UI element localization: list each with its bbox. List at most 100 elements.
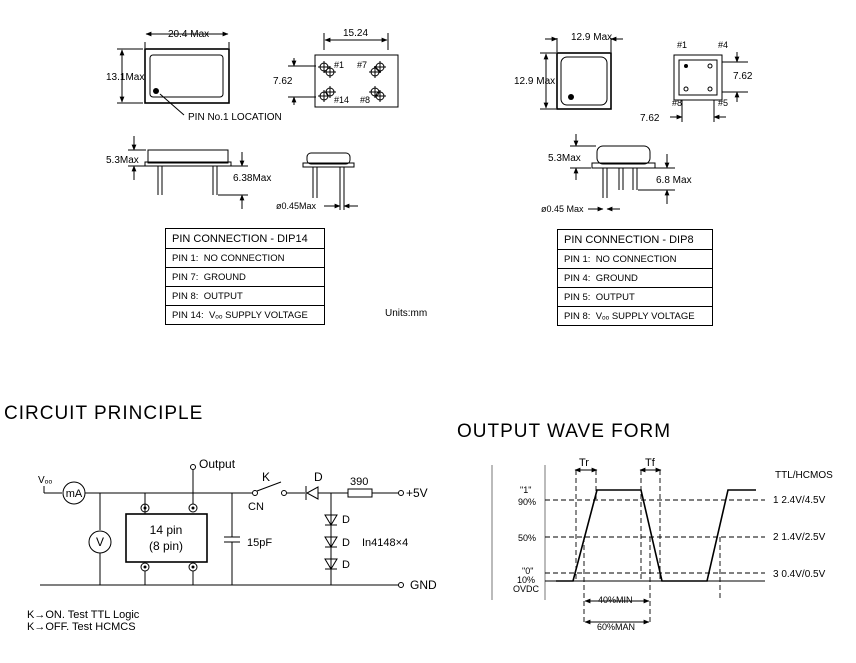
switch-note-on: K→ON. Test TTL Logic bbox=[27, 609, 140, 621]
fall-time-label: Tf bbox=[645, 457, 656, 469]
dip8-lead-dia: ø0.45 Max bbox=[541, 204, 584, 214]
pin-number: PIN 5: bbox=[564, 291, 591, 303]
voltage-level-label: 3 0.4V/0.5V bbox=[773, 569, 826, 580]
output-terminal bbox=[190, 464, 196, 470]
diode-stack-label: D bbox=[342, 559, 350, 571]
circuit-diagram: Vₒₒ mA V 14 pin (8 pin) Output 15pF K CN bbox=[27, 457, 437, 633]
pin-function: NO CONNECTION bbox=[595, 253, 677, 265]
diode-top-label: D bbox=[314, 470, 323, 484]
plus5v-label: +5V bbox=[406, 486, 428, 500]
dip14-lead-length: 6.38Max bbox=[233, 173, 271, 184]
level-label: OVDC bbox=[513, 584, 540, 594]
voltage-level-label: 2 1.4V/2.5V bbox=[773, 532, 826, 543]
dip14-top-height: 13.1Max bbox=[106, 72, 144, 83]
dip14-pin-label: #14 bbox=[334, 95, 349, 105]
dip14-body-outline bbox=[144, 48, 230, 104]
dip14-pin1-dot bbox=[153, 88, 159, 94]
dip8-pin-label: #8 bbox=[672, 98, 682, 108]
gnd-label: GND bbox=[410, 578, 437, 592]
pin-row: PIN 1: NO CONNECTION bbox=[165, 248, 325, 268]
dip14-lead-dia: ø0.45Max bbox=[276, 201, 317, 211]
capacitor-label: 15pF bbox=[247, 537, 272, 549]
pin-table-title: PIN CONNECTION - DIP14 bbox=[165, 228, 325, 249]
output-waveform bbox=[556, 489, 756, 582]
switch-label: K bbox=[262, 470, 270, 484]
gnd-terminal bbox=[398, 582, 404, 588]
dip14-pin1-location: PIN No.1 LOCATION bbox=[188, 112, 282, 123]
ammeter-label: mA bbox=[66, 488, 83, 500]
diode-symbol bbox=[324, 514, 338, 526]
switch-note-off: K→OFF. Test HCMCS bbox=[27, 621, 136, 633]
pin-number: PIN 7: bbox=[172, 271, 199, 283]
chip-label-line2: (8 pin) bbox=[149, 539, 183, 553]
level-label: "0" bbox=[522, 566, 533, 576]
dip8-pin-layout: #1 #4 #8 #5 7.62 7.62 bbox=[640, 40, 753, 124]
dip14-pin-row: 7.62 bbox=[273, 76, 293, 87]
duty-max-label: 60%MAN bbox=[597, 622, 635, 632]
dip8-pin-label: #1 bbox=[677, 40, 687, 50]
dip8-pin-label: #5 bbox=[718, 98, 728, 108]
pin-number: PIN 14: bbox=[172, 309, 204, 321]
pin-row: PIN 5: OUTPUT bbox=[557, 287, 713, 307]
resistor-symbol bbox=[347, 488, 373, 498]
dip14-pin-label: #7 bbox=[357, 60, 367, 70]
dip8-top-view: 12.9 Max 12.9 Max bbox=[514, 32, 623, 110]
dip8-side-view: 5.3Max 6.8 Max ø0.45 Max bbox=[541, 134, 692, 214]
pin-row: PIN 4: GROUND bbox=[557, 268, 713, 288]
dip8-pin-outline bbox=[673, 54, 723, 101]
switch-on-label: CN bbox=[248, 501, 264, 513]
dip8-body-inner bbox=[560, 56, 608, 106]
level-label: 10% bbox=[517, 575, 535, 585]
pin-function: NO CONNECTION bbox=[203, 252, 285, 264]
plus5v-terminal bbox=[398, 490, 404, 496]
units-label: Units:mm bbox=[385, 308, 427, 319]
dip14-pin-layout: 15.24 7.62 #1 #7 #14 #8 bbox=[273, 28, 399, 108]
diode-stack-label: D bbox=[342, 514, 350, 526]
dip8-pin-row: 7.62 bbox=[733, 71, 753, 82]
logic-family-label: TTL/HCMOS bbox=[775, 470, 833, 481]
dip14-top-view: 20.4 Max 13.1Max PIN No.1 LOCATION bbox=[106, 29, 282, 123]
chip-label-line1: 14 pin bbox=[150, 523, 183, 537]
pin-function: Vₒₒ SUPPLY VOLTAGE bbox=[595, 310, 695, 322]
voltmeter-label: V bbox=[96, 535, 104, 549]
dip8-side-height: 5.3Max bbox=[548, 153, 581, 164]
pin-number: PIN 1: bbox=[172, 252, 199, 264]
dip8-lead-length: 6.8 Max bbox=[656, 175, 692, 186]
chip-under-test bbox=[125, 513, 208, 563]
dip14-top-width: 20.4 Max bbox=[168, 29, 209, 40]
dip14-side-height: 5.3Max bbox=[106, 155, 139, 166]
pin-function: OUTPUT bbox=[595, 291, 635, 303]
pin-row: PIN 14: Vₒₒ SUPPLY VOLTAGE bbox=[165, 305, 325, 325]
dip14-end-body bbox=[306, 152, 351, 165]
level-label: 50% bbox=[518, 533, 536, 543]
diode-symbol bbox=[324, 558, 338, 570]
dip14-pin-marks bbox=[318, 61, 386, 102]
dip8-pin1-dot bbox=[568, 94, 574, 100]
dip14-pin-span: 15.24 bbox=[343, 28, 368, 39]
dip14-side-body bbox=[147, 149, 229, 164]
pin-row: PIN 8: OUTPUT bbox=[165, 286, 325, 306]
pin-number: PIN 8: bbox=[172, 290, 199, 302]
rise-time-label: Tr bbox=[579, 457, 589, 469]
diode-symbol bbox=[324, 536, 338, 548]
pin-table-title: PIN CONNECTION - DIP8 bbox=[557, 229, 713, 250]
resistor-label: 390 bbox=[350, 476, 368, 488]
pin-row: PIN 8: Vₒₒ SUPPLY VOLTAGE bbox=[557, 306, 713, 326]
pin-function: GROUND bbox=[203, 271, 246, 283]
level-label: 90% bbox=[518, 497, 536, 507]
pin-table-dip14: PIN CONNECTION - DIP14 PIN 1: NO CONNECT… bbox=[165, 228, 325, 325]
dip8-top-width: 12.9 Max bbox=[571, 32, 612, 43]
dip8-body-outline bbox=[556, 52, 612, 110]
dip8-pin-label: #4 bbox=[718, 40, 728, 50]
pin-function: GROUND bbox=[595, 272, 638, 284]
pin-number: PIN 8: bbox=[564, 310, 591, 322]
dip14-end-view: ø0.45Max bbox=[276, 152, 358, 211]
output-label: Output bbox=[199, 457, 236, 471]
pin-function: Vₒₒ SUPPLY VOLTAGE bbox=[208, 309, 308, 321]
vdd-label: Vₒₒ bbox=[38, 475, 52, 486]
waveform-diagram: Tr Tf 40%MIN 60%MAN "1" 90% 50% "0" 10% … bbox=[491, 457, 833, 632]
duty-min-label: 40%MIN bbox=[598, 595, 633, 605]
dip14-side-view: 5.3Max 6.38Max bbox=[106, 136, 271, 209]
pin-function: OUTPUT bbox=[203, 290, 243, 302]
